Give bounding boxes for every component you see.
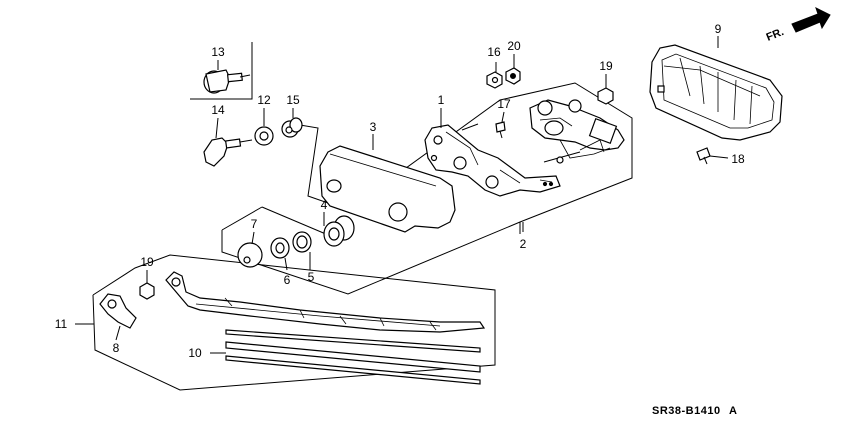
callout-12: 12 bbox=[257, 93, 271, 107]
part-8-arm-head bbox=[99, 293, 137, 329]
part-6-washer bbox=[270, 237, 290, 259]
part-18-screw bbox=[696, 147, 711, 165]
callout-7: 7 bbox=[251, 217, 258, 231]
part-5-bushing bbox=[292, 231, 312, 253]
callout-11: 11 bbox=[55, 317, 68, 331]
part-19-nut-upper bbox=[597, 87, 614, 105]
callout-9: 9 bbox=[715, 22, 722, 36]
callout-14: 14 bbox=[211, 103, 225, 117]
callout-3: 3 bbox=[370, 120, 377, 134]
arrow-icon bbox=[791, 7, 831, 33]
front-direction-arrow: FR. bbox=[765, 7, 831, 44]
callout-18: 18 bbox=[731, 152, 745, 166]
leader-lines bbox=[75, 36, 729, 354]
callout-13: 13 bbox=[211, 45, 225, 59]
part-1-bracket bbox=[424, 123, 561, 197]
callout-4: 4 bbox=[321, 198, 328, 212]
part-15-grommet bbox=[281, 117, 303, 138]
front-direction-label: FR. bbox=[765, 26, 786, 44]
part-9-cover bbox=[649, 44, 783, 141]
part-19-nut-lower bbox=[139, 282, 155, 300]
callout-19-lower: 19 bbox=[140, 255, 154, 269]
callout-1: 1 bbox=[438, 93, 445, 107]
part-13-cap bbox=[203, 69, 251, 94]
part-4-grommet bbox=[323, 215, 355, 247]
wiper-motor bbox=[529, 99, 625, 164]
catalog-suffix: A bbox=[729, 405, 737, 417]
wiper-arm bbox=[165, 271, 486, 333]
part-3-cover-plate bbox=[319, 145, 456, 233]
callout-19-upper: 19 bbox=[599, 59, 613, 73]
part-7-cap bbox=[237, 242, 263, 268]
part-10-wiper-blade bbox=[225, 329, 481, 385]
callout-15: 15 bbox=[286, 93, 300, 107]
callout-17: 17 bbox=[497, 97, 511, 111]
callout-labels: 1 2 3 4 5 6 7 8 9 10 11 12 13 14 15 16 1… bbox=[55, 22, 745, 360]
part-17-screw bbox=[495, 121, 506, 139]
callout-2: 2 bbox=[520, 237, 527, 251]
part-12-washer bbox=[254, 126, 274, 146]
callout-8: 8 bbox=[113, 341, 120, 355]
callout-20: 20 bbox=[507, 39, 521, 53]
part-14-knob bbox=[203, 137, 253, 167]
callout-5: 5 bbox=[308, 270, 315, 284]
assembly-11-outline bbox=[92, 254, 496, 391]
part-20-nut bbox=[505, 67, 521, 85]
catalog-code: SR38-B1410 bbox=[652, 405, 721, 417]
callout-6: 6 bbox=[284, 273, 291, 287]
part-16-nut bbox=[486, 71, 503, 89]
callout-16: 16 bbox=[487, 45, 501, 59]
callout-10: 10 bbox=[188, 346, 202, 360]
